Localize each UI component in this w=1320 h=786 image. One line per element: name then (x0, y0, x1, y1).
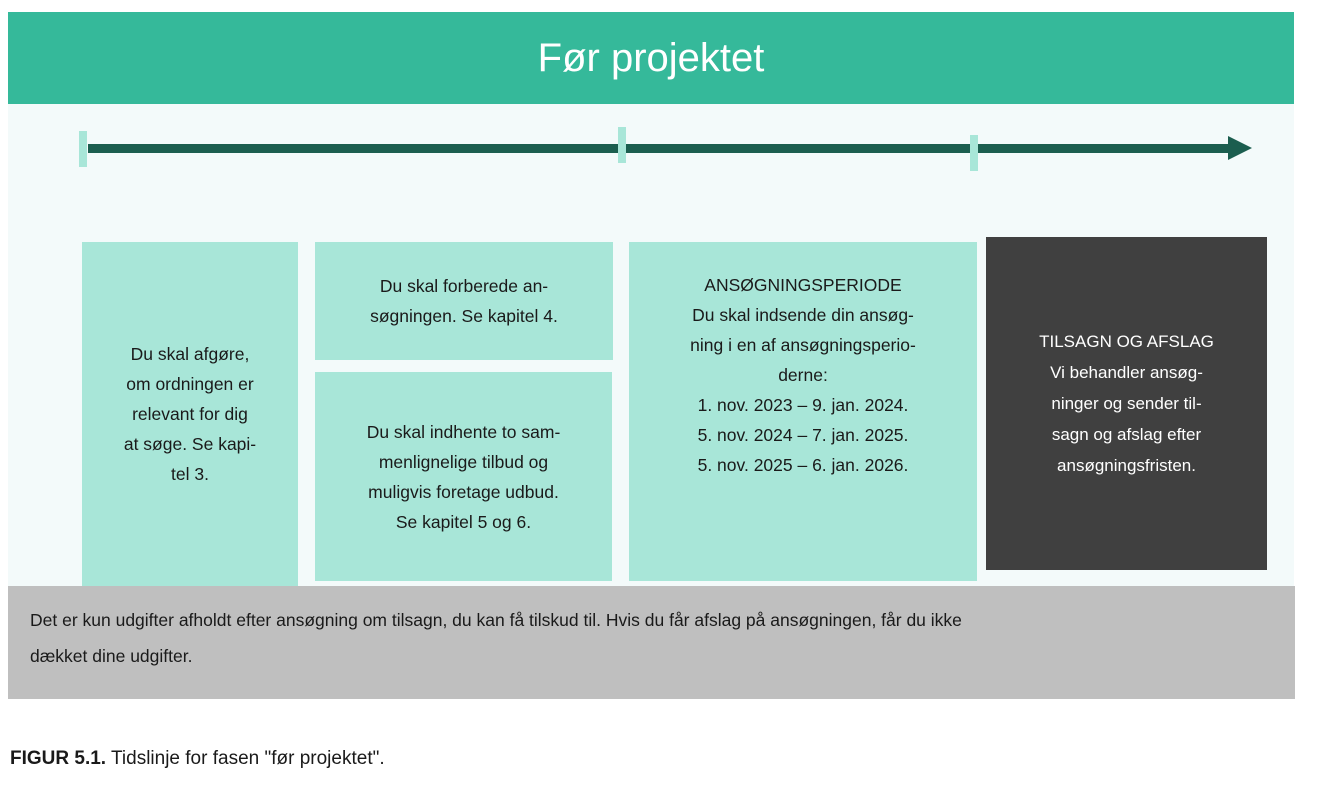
box-text-line: ansøgningsfristen. (1057, 456, 1196, 475)
period-date: 1. nov. 2023 – 9. jan. 2024. (697, 395, 909, 415)
note-line: dækket dine udgifter. (30, 646, 193, 666)
box-text-line: Du skal indhente to sam- (366, 421, 561, 442)
box-text-line: sagn og afslag efter (1051, 425, 1202, 444)
box-text-line: søgningen. Se kapitel 4. (370, 306, 558, 326)
header-title: Før projektet (537, 35, 765, 80)
box-text-line: Du skal indsende din ansøg- (692, 305, 914, 325)
timeline-arrow-icon (1228, 136, 1252, 160)
box-decision: TILSAGN OG AFSLAG Vi behandler ansøg- ni… (986, 237, 1267, 570)
box-text-line: Se kapitel 5 og 6. (395, 511, 532, 532)
box-text-line: menlignelige tilbud og (378, 451, 549, 472)
box-text-line: tel 3. (171, 464, 209, 484)
timeline-tick-end (970, 135, 978, 171)
box-prepare: Du skal forberede an- søgningen. Se kapi… (315, 242, 613, 360)
box-offers: Du skal indhente to sam- menlignelige ti… (315, 372, 612, 581)
box-text-line: Vi behandler ansøg- (1050, 363, 1203, 382)
box-text-line: ninger og sender til- (1051, 394, 1202, 413)
timeline-tick-start (79, 131, 87, 167)
box-text-line: Du skal afgøre, (130, 344, 250, 364)
timeline-line (88, 144, 1230, 153)
timeline-tick-middle (618, 127, 626, 163)
box-text-line: om ordningen er (126, 374, 254, 394)
box-text-line: derne: (778, 365, 828, 385)
caption-text: Tidslinje for fasen "før projektet". (106, 748, 385, 769)
diagram-header: Før projektet (8, 12, 1294, 104)
period-date: 5. nov. 2025 – 6. jan. 2026. (697, 455, 909, 475)
box-text-line: Du skal forberede an- (379, 276, 549, 296)
box-text-line: relevant for dig (132, 404, 248, 424)
figure-caption: FIGUR 5.1. Tidslinje for fasen "før proj… (10, 748, 385, 770)
box-text-line: muligvis foretage udbud. (368, 481, 559, 502)
note-line: Det er kun udgifter afholdt efter ansøgn… (30, 610, 962, 630)
box-application-period: ANSØGNINGSPERIODE Du skal indsende din a… (629, 242, 977, 581)
box-title: ANSØGNINGSPERIODE (704, 275, 902, 295)
box-title: TILSAGN OG AFSLAG (1039, 332, 1214, 351)
box-text-line: ning i en af ansøgningsperio- (690, 335, 916, 355)
box-decide: Du skal afgøre, om ordningen er relevant… (82, 242, 298, 586)
period-date: 5. nov. 2024 – 7. jan. 2025. (697, 425, 909, 445)
expense-note: Det er kun udgifter afholdt efter ansøgn… (8, 586, 1295, 699)
box-text-line: at søge. Se kapi- (123, 434, 257, 454)
caption-label: FIGUR 5.1. (10, 748, 107, 769)
